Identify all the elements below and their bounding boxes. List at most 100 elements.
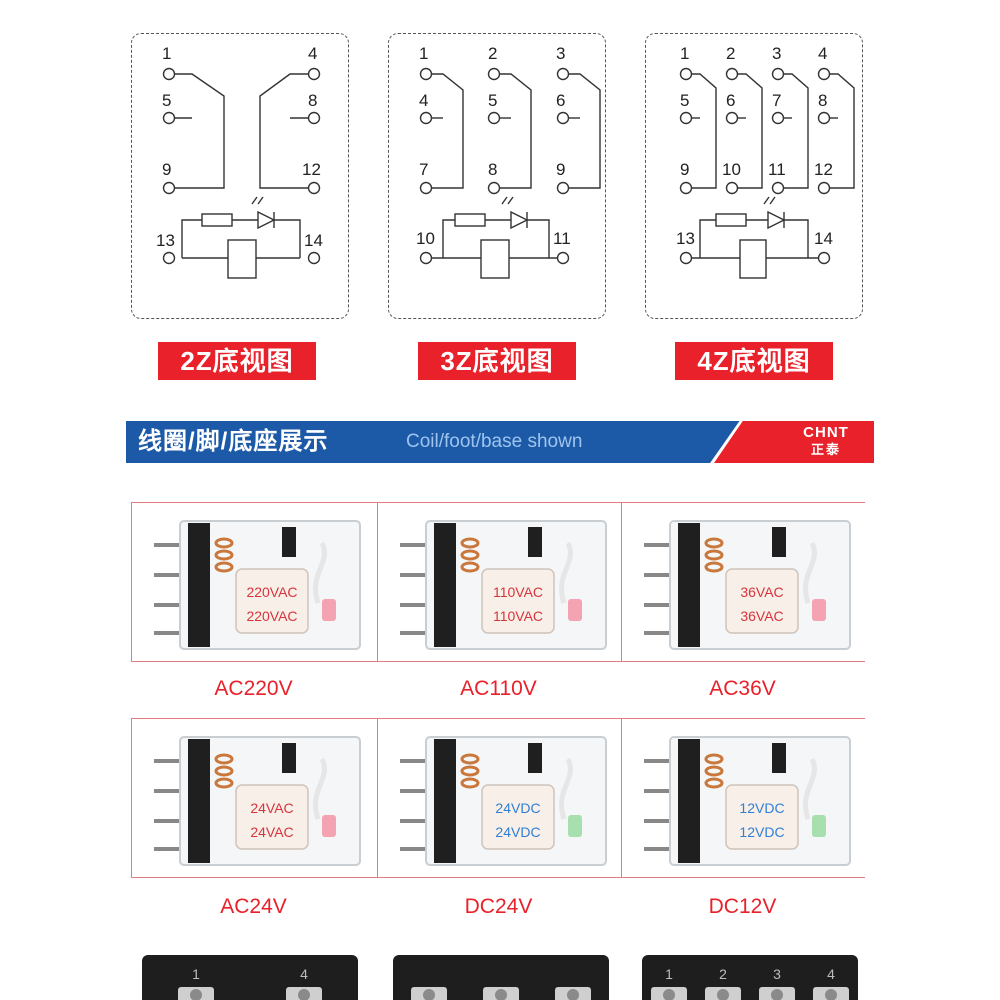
relay-spring [704, 777, 724, 789]
product-caption: AC36V [709, 677, 776, 700]
relay-actuator [772, 527, 786, 557]
pin-number: 8 [818, 91, 827, 110]
relay-wire [803, 541, 817, 604]
relay-led [812, 815, 826, 837]
socket-screw [663, 989, 675, 1000]
relay-spring [460, 537, 480, 549]
pin-number: 5 [488, 91, 497, 110]
relay-pin [154, 543, 186, 547]
relay-spring [460, 753, 480, 765]
pin-numbers-4z: 1 2 3 4 5 6 7 8 9 10 11 12 13 14 [676, 44, 833, 248]
relay-spring [214, 753, 234, 765]
product-caption: AC24V [220, 895, 287, 918]
relay-pin [400, 789, 432, 793]
relay-spring [214, 537, 234, 549]
pin-number: 10 [416, 229, 435, 248]
brand-logo: CHNT 正泰 [790, 424, 862, 458]
pin-number: 1 [680, 44, 689, 63]
banner-title-en: Coil/foot/base shown [406, 431, 583, 452]
pin-number: 5 [680, 91, 689, 110]
view-label-3z: 3Z底视图 [418, 342, 576, 380]
relay-pin [154, 847, 186, 851]
relay-led [322, 599, 336, 621]
pin-number: 7 [772, 91, 781, 110]
wiring-diagram-4z: 1 2 3 4 5 6 7 8 9 10 11 12 13 14 [645, 33, 863, 319]
relay-pin [644, 543, 676, 547]
relay-illustration: 24VAC 24VAC [154, 736, 361, 866]
relay-pin [644, 759, 676, 763]
relay-pin [154, 631, 186, 635]
brand-logo-en: CHNT [803, 424, 849, 441]
relay-spring [460, 765, 480, 777]
relay-base [188, 739, 210, 863]
socket-screw [771, 989, 783, 1000]
product-caption: DC24V [464, 895, 533, 918]
socket-screw [825, 989, 837, 1000]
relay-wire [313, 541, 327, 604]
pin-number: 8 [488, 160, 497, 179]
relay-pin [400, 631, 432, 635]
socket-screw [495, 989, 507, 1000]
socket-number: 1 [192, 966, 200, 982]
coil-label: 36VAC [740, 608, 783, 624]
pin-number: 1 [162, 44, 171, 63]
pin-number: 12 [302, 160, 321, 179]
relay-coil [235, 568, 309, 634]
pin-number: 13 [676, 229, 695, 248]
socket-number: 3 [773, 966, 781, 982]
pin-number: 10 [722, 160, 741, 179]
relay-coil [481, 784, 555, 850]
view-label-2z: 2Z底视图 [158, 342, 316, 380]
relay-pin [644, 819, 676, 823]
coil-label: 220VAC [246, 608, 297, 624]
pin-number: 4 [308, 44, 317, 63]
relay-base [678, 523, 700, 647]
coil-label: 12VDC [739, 800, 784, 816]
relay-actuator [772, 743, 786, 773]
relay-spring [704, 549, 724, 561]
pin-number: 9 [680, 160, 689, 179]
coil-label: 24VAC [250, 824, 293, 840]
pin-number: 1 [419, 44, 428, 63]
socket-screw [298, 989, 310, 1000]
relay-coil [235, 784, 309, 850]
relay-base [188, 523, 210, 647]
product-caption: AC110V [460, 677, 537, 700]
relay-spring [214, 549, 234, 561]
coil-label: 24VAC [250, 800, 293, 816]
pin-number: 6 [556, 91, 565, 110]
wiring-diagram-2z-svg: 1 4 5 8 9 12 13 14 [156, 44, 323, 279]
relay-pin [644, 789, 676, 793]
pin-number: 7 [419, 160, 428, 179]
relay-wire [559, 757, 573, 820]
socket-screw [567, 989, 579, 1000]
pin-number: 9 [556, 160, 565, 179]
pin-number: 11 [553, 229, 571, 248]
relay-spring [460, 777, 480, 789]
product-caption: DC12V [708, 895, 777, 918]
socket-number: 4 [827, 966, 835, 982]
socket-screw [717, 989, 729, 1000]
relay-led [568, 815, 582, 837]
pin-number: 9 [162, 160, 171, 179]
section-banner: 线圈/脚/底座展示 Coil/foot/base shown CHNT 正泰 [126, 421, 874, 463]
relay-pin [154, 759, 186, 763]
pin-number: 2 [726, 44, 735, 63]
pin-number: 2 [488, 44, 497, 63]
relay-socket-3z [393, 955, 609, 1000]
relay-coil [725, 568, 799, 634]
relay-pin [400, 847, 432, 851]
relay-pin [400, 543, 432, 547]
pin-number: 6 [726, 91, 735, 110]
